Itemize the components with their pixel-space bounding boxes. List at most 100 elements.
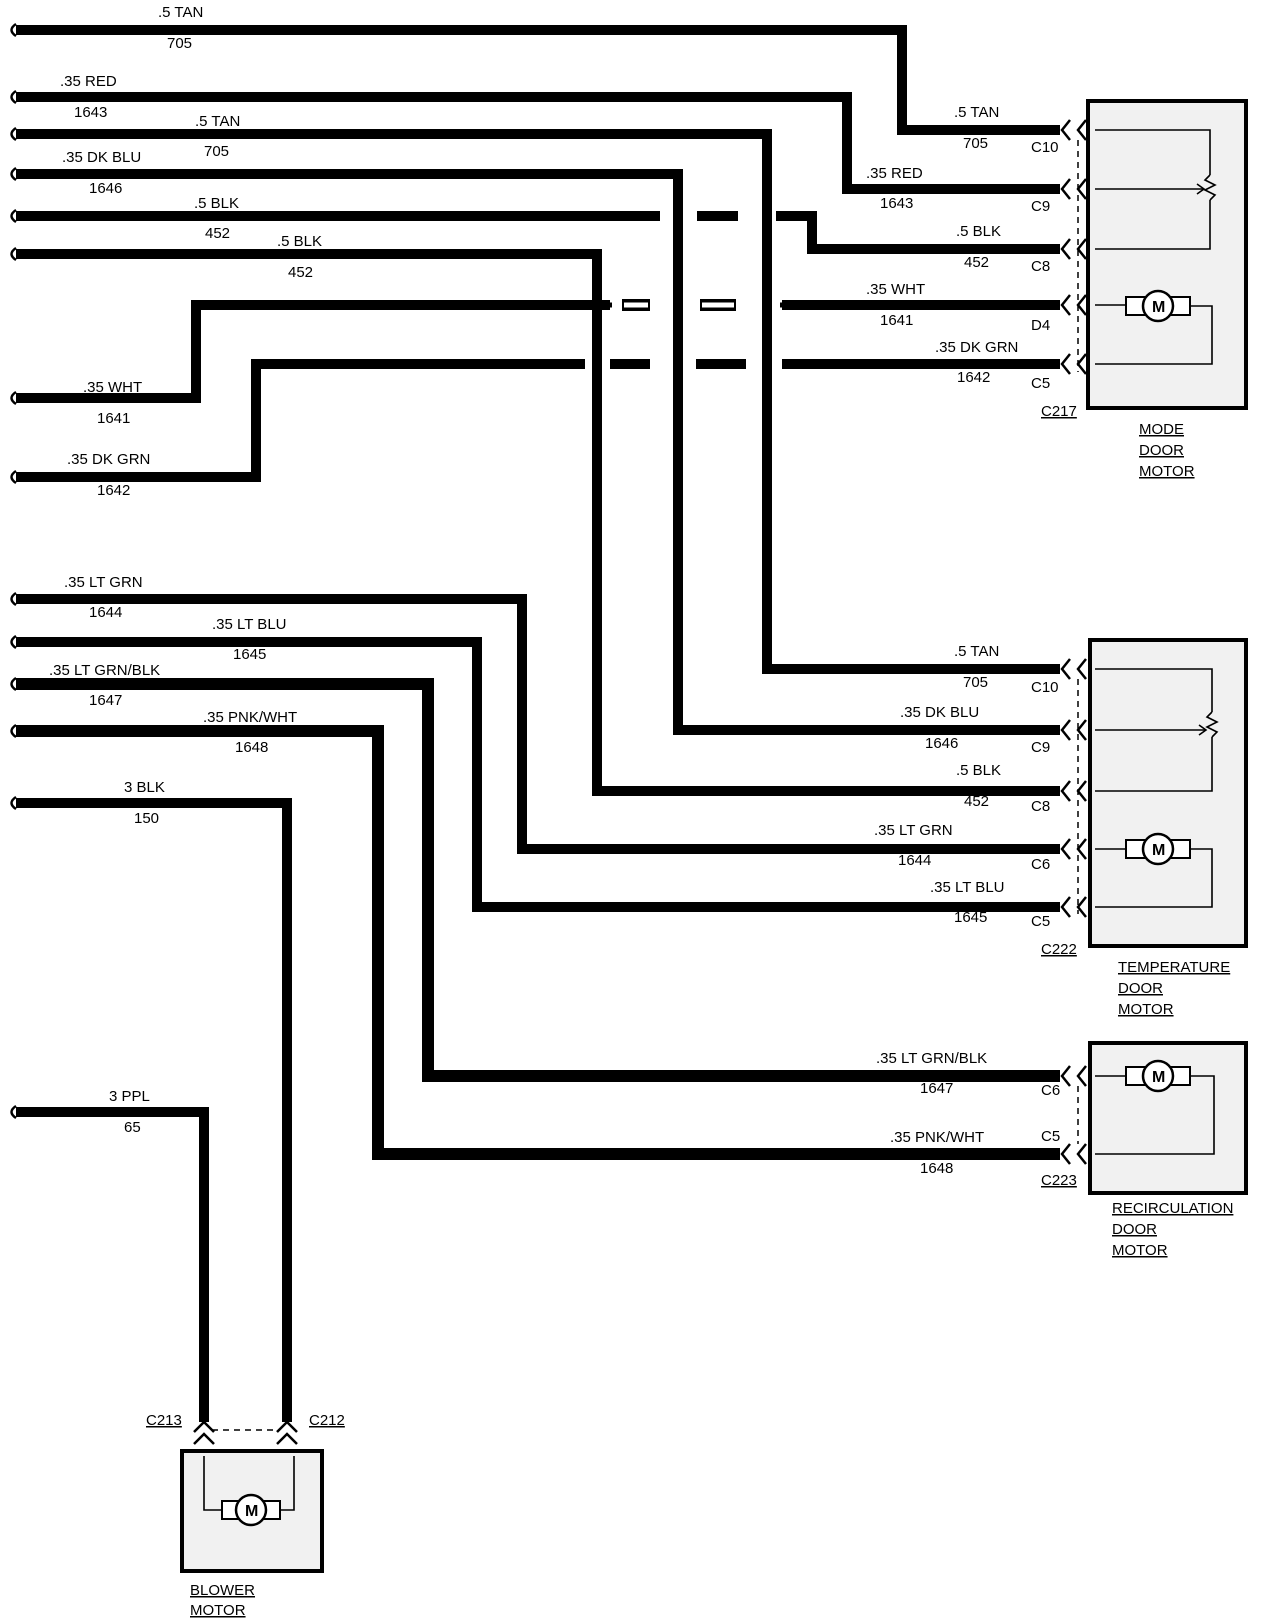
recirculation-connector-labels: .35 LT GRN/BLK 1647 C6 .35 PNK/WHT 1648 …	[876, 1050, 1077, 1189]
wire-150	[16, 798, 292, 1422]
temp-pin-c6: C6	[1031, 856, 1050, 873]
temp-1646-num: 1646	[925, 735, 958, 752]
wire-1642-a	[16, 359, 585, 482]
connector-terminals	[193, 119, 1087, 1445]
temperature-door-motor-label-3: MOTOR	[1118, 1001, 1174, 1018]
mode-1642-num: 1642	[957, 369, 990, 386]
label-1647-num: 1647	[89, 692, 122, 709]
mode-door-motor-body	[1086, 99, 1248, 410]
recirculation-door-motor-label-1: RECIRCULATION	[1112, 1200, 1233, 1217]
recirc-connector-id: C223	[1041, 1172, 1077, 1189]
label-1644-size: .35 LT GRN	[64, 574, 143, 591]
wire-705-mode	[16, 25, 1060, 135]
blower-motor-label-1: BLOWER	[190, 1582, 255, 1599]
mode-pin-c9: C9	[1031, 198, 1050, 215]
label-452b-num: 452	[288, 264, 313, 281]
mode-1641-num: 1641	[880, 312, 913, 329]
mode-connector	[1060, 119, 1087, 375]
temperature-door-motor-label-2: DOOR	[1118, 980, 1163, 997]
temp-1646-size: .35 DK BLU	[900, 704, 979, 721]
mode-door-motor-label-3: MOTOR	[1139, 463, 1195, 480]
temp-1644-num: 1644	[898, 852, 931, 869]
wire-1645	[16, 637, 1060, 912]
mode-1642-size: .35 DK GRN	[935, 339, 1018, 356]
temp-1645-size: .35 LT BLU	[930, 879, 1005, 896]
recirculation-motor-letter: M	[1152, 1069, 1165, 1086]
recirculation-connector	[1060, 1065, 1087, 1165]
temp-705-num: 705	[963, 674, 988, 691]
temperature-door-motor: M TEMPERATURE DOOR MOTOR	[1088, 638, 1248, 1018]
wire-705-temp	[16, 129, 1060, 674]
label-1642-num: 1642	[97, 482, 130, 499]
recirc-1647-size: .35 LT GRN/BLK	[876, 1050, 987, 1067]
mode-motor-letter: M	[1152, 299, 1165, 316]
label-1646-num: 1646	[89, 180, 122, 197]
label-452a-num: 452	[205, 225, 230, 242]
wires	[16, 25, 1060, 1422]
temp-pin-c5: C5	[1031, 913, 1050, 930]
blower-motor-symbol	[234, 1493, 268, 1527]
mode-door-motor: M MODE DOOR MOTOR	[1086, 99, 1248, 480]
mode-705-size: .5 TAN	[954, 104, 999, 121]
recirculation-door-motor-label-2: DOOR	[1112, 1221, 1157, 1238]
label-1646-size: .35 DK BLU	[62, 149, 141, 166]
label-1648-num: 1648	[235, 739, 268, 756]
label-1644-num: 1644	[89, 604, 122, 621]
temperature-door-motor-body	[1088, 638, 1248, 948]
mode-pin-d4: D4	[1031, 317, 1050, 334]
blower-connector-left-id: C213	[146, 1412, 182, 1429]
label-150-num: 150	[134, 810, 159, 827]
label-1643-num: 1643	[74, 104, 107, 121]
label-452b-size: .5 BLK	[277, 233, 322, 250]
blower-motor-label-2: MOTOR	[190, 1602, 246, 1619]
label-65-size: 3 PPL	[109, 1088, 150, 1105]
temp-452-num: 452	[964, 793, 989, 810]
wire-1646	[16, 169, 1060, 735]
left-wire-labels: .5 TAN 705 .35 RED 1643 .5 TAN 705 .35 D…	[49, 4, 322, 1136]
blower-motor-letter: M	[245, 1503, 258, 1520]
label-150-size: 3 BLK	[124, 779, 165, 796]
mode-1641-size: .35 WHT	[866, 281, 925, 298]
recirculation-motor-symbol	[1141, 1059, 1175, 1093]
label-1641-num: 1641	[97, 410, 130, 427]
label-705b-num: 705	[204, 143, 229, 160]
label-65-num: 65	[124, 1119, 141, 1136]
temp-pin-c10: C10	[1031, 679, 1059, 696]
wire-65	[16, 1107, 209, 1422]
label-1643-size: .35 RED	[60, 73, 117, 90]
mode-pin-c5: C5	[1031, 375, 1050, 392]
label-1647-size: .35 LT GRN/BLK	[49, 662, 160, 679]
temp-705-size: .5 TAN	[954, 643, 999, 660]
blower-motor: M BLOWER MOTOR	[180, 1449, 324, 1619]
temp-pin-c8: C8	[1031, 798, 1050, 815]
wire-1648	[16, 725, 1060, 1160]
wire-1641-inner	[16, 302, 612, 401]
left-harness-stubs	[10, 22, 17, 1120]
temperature-connector	[1060, 658, 1087, 918]
temp-pin-c9: C9	[1031, 739, 1050, 756]
wire-452-mode-c	[776, 211, 1060, 254]
wire-452-temp	[16, 249, 1060, 796]
mode-connector-labels: .5 TAN 705 C10 .35 RED 1643 C9 .5 BLK 45…	[866, 104, 1077, 420]
recirculation-door-motor-label-3: MOTOR	[1112, 1242, 1168, 1259]
mode-452-size: .5 BLK	[956, 223, 1001, 240]
mode-motor-symbol	[1141, 289, 1175, 323]
label-1645-size: .35 LT BLU	[212, 616, 287, 633]
mode-door-motor-label-1: MODE	[1139, 421, 1184, 438]
recirc-1648-size: .35 PNK/WHT	[890, 1129, 984, 1146]
label-1642-size: .35 DK GRN	[67, 451, 150, 468]
mode-connector-id: C217	[1041, 403, 1077, 420]
label-1648-size: .35 PNK/WHT	[203, 709, 297, 726]
label-1641-size: .35 WHT	[83, 379, 142, 396]
recirc-1648-num: 1648	[920, 1160, 953, 1177]
mode-1643-size: .35 RED	[866, 165, 923, 182]
temperature-connector-labels: .5 TAN 705 C10 .35 DK BLU 1646 C9 .5 BLK…	[874, 643, 1077, 958]
label-452a-size: .5 BLK	[194, 195, 239, 212]
mode-452-num: 452	[964, 254, 989, 271]
label-705a-num: 705	[167, 35, 192, 52]
temp-1645-num: 1645	[954, 909, 987, 926]
blower-connector-right-id: C212	[309, 1412, 345, 1429]
temp-1644-size: .35 LT GRN	[874, 822, 953, 839]
wire-1644	[16, 594, 1060, 854]
